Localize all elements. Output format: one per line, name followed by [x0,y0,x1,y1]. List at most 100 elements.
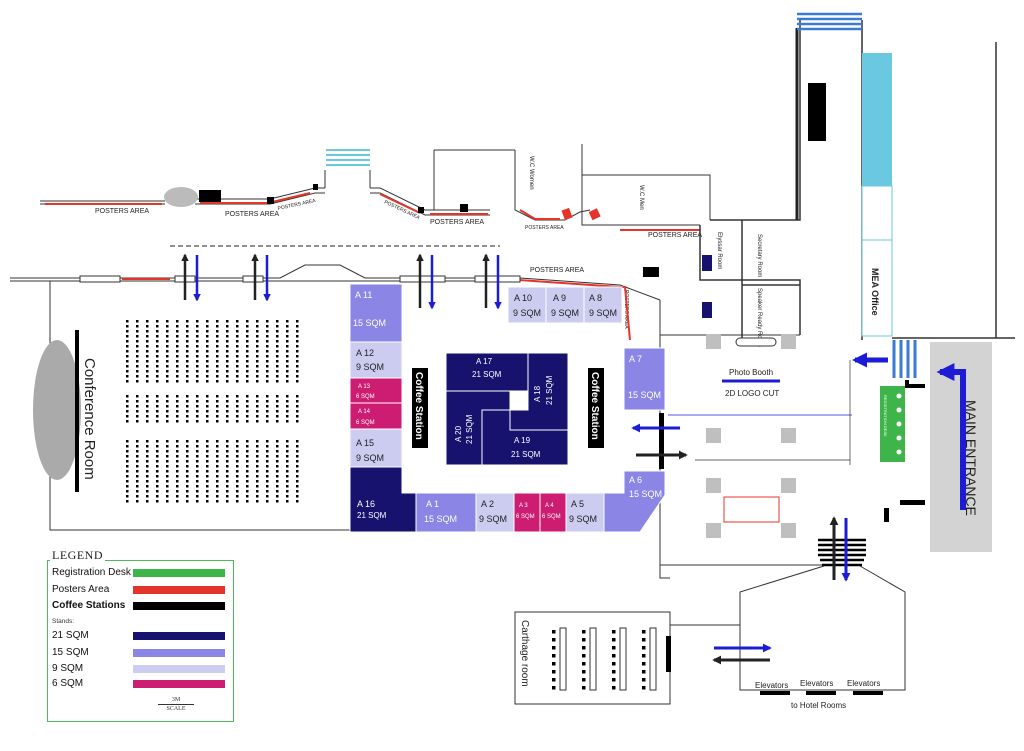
lower-lobby-walls [739,565,906,691]
seat [226,420,229,423]
seat [146,355,149,358]
seat [216,360,219,363]
seat [276,440,279,443]
red-marker [561,207,573,221]
seat [256,345,259,348]
seat [612,630,616,634]
seat [176,340,179,343]
seat [246,345,249,348]
legend-title: LEGEND [50,548,105,563]
legend-swatch-coffee [133,602,225,610]
seat [296,330,299,333]
seat [176,480,179,483]
seat [186,500,189,503]
seat [196,380,199,383]
seat [176,330,179,333]
seat [176,490,179,493]
seat [206,450,209,453]
seat [236,475,239,478]
seat [246,485,249,488]
seat [266,420,269,423]
seat [226,400,229,403]
photo-booth-label: Photo Booth [729,368,773,377]
mea-office-label: MEA Office [870,268,880,316]
seat [156,475,159,478]
seat [166,335,169,338]
seat [256,465,259,468]
seat [166,455,169,458]
seat [226,355,229,358]
seat [582,670,586,674]
seat [216,475,219,478]
seat [552,638,556,642]
seat [642,670,646,674]
seat [216,415,219,418]
seat [256,440,259,443]
seat [216,485,219,488]
seat [156,450,159,453]
seat [206,375,209,378]
seat [226,380,229,383]
seat [126,340,129,343]
seat [612,678,616,682]
posters-area-label: POSTERS AREA [648,232,702,239]
seat [276,325,279,328]
seat [126,475,129,478]
seat [236,480,239,483]
seat [176,350,179,353]
seat [206,485,209,488]
seat [186,490,189,493]
seat [276,370,279,373]
seat [266,500,269,503]
seat [296,440,299,443]
seat [246,410,249,413]
seat [276,335,279,338]
seat [156,410,159,413]
seat [136,365,139,368]
seat [146,410,149,413]
seat [196,320,199,323]
seat [552,654,556,658]
seat [216,470,219,473]
seat [226,370,229,373]
seat [216,325,219,328]
seat [582,678,586,682]
seat [296,325,299,328]
seat [176,375,179,378]
stand-size: 9 SQM [513,308,541,318]
seat [236,450,239,453]
seat [166,395,169,398]
seat [146,340,149,343]
seat [156,460,159,463]
scale-bar: 3M SCALE [158,697,194,712]
seat [266,490,269,493]
seat [246,405,249,408]
seat [126,370,129,373]
seat [286,340,289,343]
seat [216,365,219,368]
seat [226,410,229,413]
seat [206,360,209,363]
seat [236,370,239,373]
logo-cut-label: 2D LOGO CUT [725,389,779,398]
seat [276,445,279,448]
wall-block [905,384,925,388]
seat [206,495,209,498]
seat [146,415,149,418]
seat [266,485,269,488]
seat [216,460,219,463]
seat [146,330,149,333]
seat [146,495,149,498]
seat [126,375,129,378]
seat [146,485,149,488]
stand-a1 [415,492,477,533]
seat [216,440,219,443]
mea-office [861,185,893,337]
seat [296,340,299,343]
seat [246,360,249,363]
seat [216,465,219,468]
seat [216,395,219,398]
seat [126,345,129,348]
seat [266,460,269,463]
